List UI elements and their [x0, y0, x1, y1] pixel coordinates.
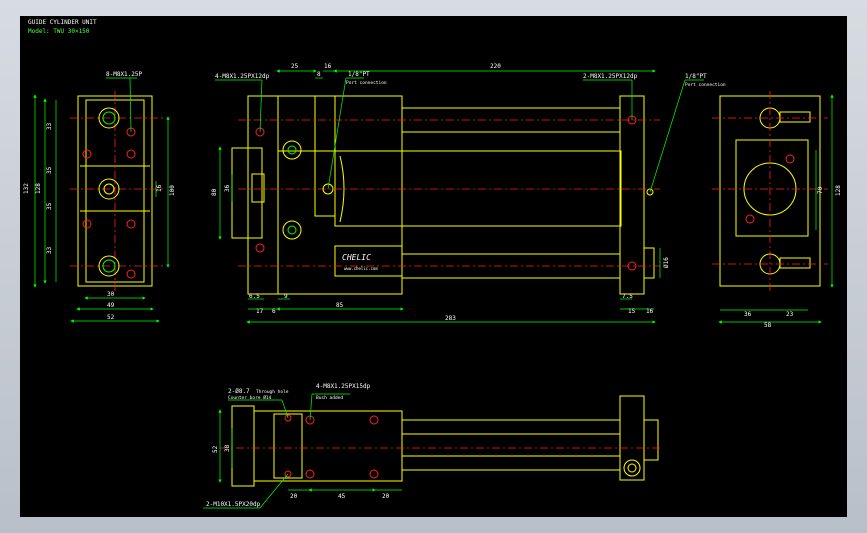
right-view-centerlines — [712, 91, 828, 294]
dim-17: 17 — [256, 308, 264, 315]
dim-8: 8 — [317, 71, 321, 78]
bottom-view-dim-text: 52 38 20 45 20 2-Ø8.7 Through hole Count… — [206, 383, 390, 508]
dim-49: 49 — [107, 302, 115, 309]
port-right-note: Port connection — [685, 82, 726, 88]
dim-7-5: 7.5 — [622, 293, 633, 300]
dim-132: 132 — [23, 183, 30, 194]
dim-220: 220 — [490, 63, 501, 70]
bottom-tap-note: Bush added — [316, 395, 343, 401]
dim-6-5: 6.5 — [249, 293, 260, 300]
front-view-holes — [255, 115, 654, 271]
side-holes-label: 8-M8X1.25P — [106, 71, 143, 78]
bottom-holes-note: Through hole — [256, 389, 289, 395]
dim-9: 9 — [284, 293, 288, 300]
dim-15: 15 — [628, 308, 636, 315]
model-label: Model: TWU 30×150 — [28, 28, 90, 35]
dim-20b: 20 — [382, 493, 390, 500]
bottom-view-dims — [203, 393, 402, 509]
dim-100: 100 — [169, 185, 176, 196]
bottom-view-holes — [284, 414, 379, 479]
bottom-view — [231, 395, 659, 487]
bottom-cbore-label: Counter bore Ø14 — [228, 394, 272, 401]
dim-16b: 16 — [646, 308, 654, 315]
dim-38: 38 — [224, 444, 231, 452]
dim-52-bottom: 52 — [212, 445, 219, 453]
brand-logo: CHELIC — [342, 253, 371, 262]
dim-35b: 35 — [46, 202, 53, 210]
right-view-dim-text: 70 128 36 23 58 — [744, 185, 842, 329]
dim-128: 128 — [35, 183, 42, 194]
port-left-note: Port connection — [346, 80, 387, 86]
front-view-dim-text: 25 8 16 220 80 36 6.5 9 17 6 85 283 7.5 … — [211, 63, 726, 322]
left-view-dims — [33, 94, 170, 323]
port-right-label: 1/8"PT — [685, 73, 707, 80]
dim-16-front: 16 — [324, 63, 332, 70]
dim-283: 283 — [445, 315, 456, 322]
front-view-dims — [218, 69, 661, 324]
left-view-centerlines — [70, 91, 165, 294]
bottom-tap-label: 4-M8X1.25PX15dp — [316, 383, 371, 390]
dim-80: 80 — [211, 188, 218, 196]
dim-58: 58 — [764, 322, 772, 329]
bottom-tap2-label: 2-M10X1.5PX20dp — [206, 501, 261, 508]
bottom-holes-label: 2-Ø8.7 — [228, 388, 250, 395]
front-view-centerlines — [238, 119, 660, 267]
dim-36-right: 36 — [744, 311, 752, 318]
right-view-dims — [718, 94, 834, 324]
dim-20a: 20 — [290, 493, 298, 500]
dim-85: 85 — [336, 302, 344, 309]
dim-33a: 33 — [46, 122, 53, 130]
dim-6: 6 — [272, 308, 276, 315]
drawing-svg: GUIDE CYLINDER UNIT Model: TWU 30×150 — [23, 19, 842, 509]
dim-35a: 35 — [46, 166, 53, 174]
dim-25: 25 — [291, 63, 299, 70]
dim-16: 16 — [156, 184, 163, 192]
dim-36: 36 — [224, 184, 231, 192]
brand-url: www.chelic.com — [344, 266, 378, 271]
tap-left-label: 4-M8X1.25PX12dp — [215, 73, 270, 80]
dim-30: 30 — [107, 291, 115, 298]
dim-o16: Ø16 — [663, 257, 670, 268]
left-view-holes — [82, 107, 136, 279]
dim-23: 23 — [786, 311, 794, 318]
dim-70: 70 — [817, 186, 824, 194]
tap-right-label: 2-M8X1.25PX12dp — [583, 73, 638, 80]
left-view-dim-text: 132 128 33 35 35 33 16 100 30 49 52 8-M8… — [23, 71, 176, 321]
dim-128-right: 128 — [835, 185, 842, 196]
dim-45: 45 — [338, 493, 346, 500]
dim-33b: 33 — [46, 246, 53, 254]
front-view — [231, 95, 655, 295]
front-view-leaders — [215, 77, 704, 193]
drawing-canvas[interactable]: GUIDE CYLINDER UNIT Model: TWU 30×150 — [20, 16, 847, 517]
port-left-label: 1/8"PT — [348, 71, 370, 78]
dim-52: 52 — [107, 314, 115, 321]
drawing-title: GUIDE CYLINDER UNIT — [28, 19, 97, 26]
